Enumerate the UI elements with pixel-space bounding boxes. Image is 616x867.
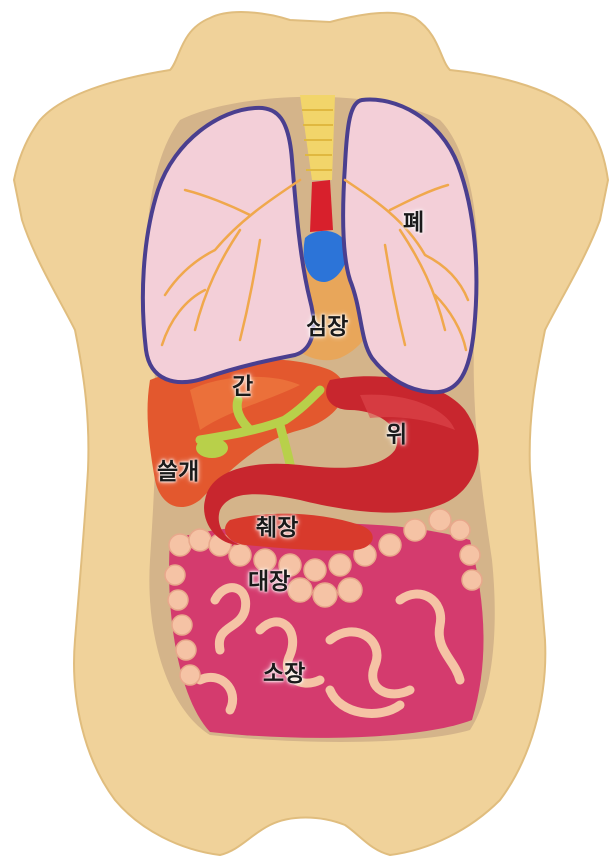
label-lung: 폐 <box>403 212 424 235</box>
label-small-intestine: 소장 <box>263 663 305 686</box>
gallbladder-sac <box>196 438 228 458</box>
label-gallbladder: 쓸개 <box>157 461 199 484</box>
heart-red-vessel <box>310 180 333 232</box>
label-liver: 간 <box>232 376 253 399</box>
label-pancreas: 췌장 <box>256 517 298 540</box>
label-large-intestine: 대장 <box>248 571 290 594</box>
label-stomach: 위 <box>386 424 407 447</box>
label-heart: 심장 <box>306 316 348 339</box>
